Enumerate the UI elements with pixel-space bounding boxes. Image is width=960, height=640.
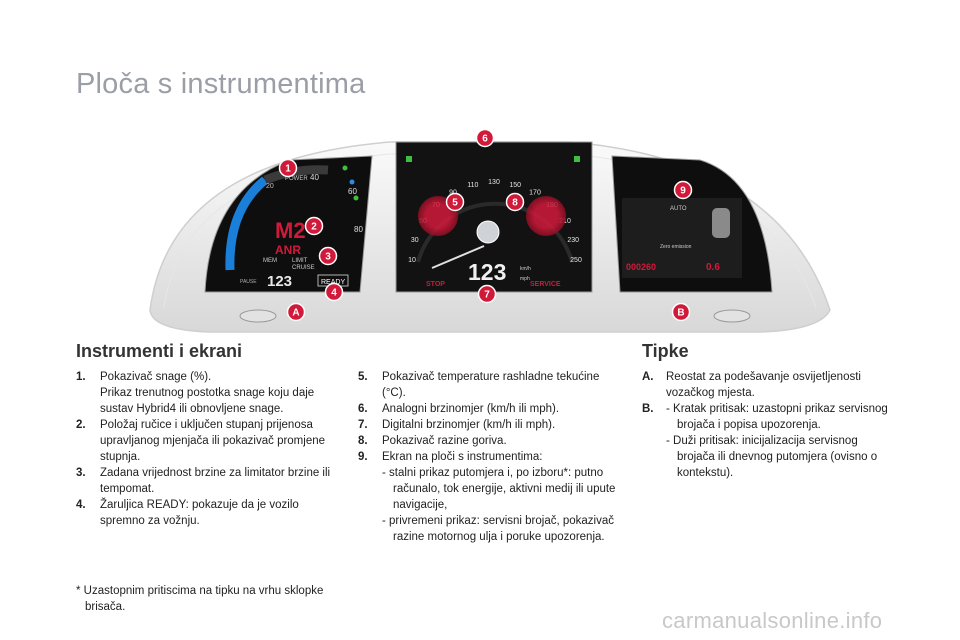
- list-item: 4.Žaruljica READY: pokazuje da je vozilo…: [76, 499, 299, 527]
- power-tick-40: 40: [310, 173, 319, 182]
- list-item: 6.Analogni brzinomjer (km/h ili mph).: [358, 403, 560, 415]
- list-item: 8.Pokazivač razine goriva.: [358, 435, 507, 447]
- svg-text:5: 5: [452, 198, 458, 209]
- center-screen: 1030507090110130150170190210230250 123 k…: [395, 141, 593, 293]
- mem-label: MEM: [263, 258, 277, 264]
- callout-8: 8: [505, 192, 525, 212]
- right-screen: AUTO Zero emission 000260 0.6: [611, 155, 773, 293]
- instrument-cluster-diagram: 20 POWER 40 60 80 M2 ANR MEM LIMIT CRUIS…: [149, 128, 831, 333]
- footnote: * Uzastopnim pritiscima na tipku na vrhu…: [76, 585, 324, 613]
- callout-a: A: [286, 302, 306, 322]
- trip-value: 0.6: [706, 262, 720, 273]
- keys-heading: Tipke: [642, 341, 689, 361]
- svg-text:1: 1: [285, 164, 291, 175]
- instruments-list-2: 5.Pokazivač temperature rashladne tekući…: [358, 369, 626, 545]
- svg-text:3: 3: [325, 252, 331, 263]
- speed-tick-label: 150: [509, 182, 521, 189]
- limit-label: LIMIT: [292, 258, 308, 264]
- svg-text:2: 2: [311, 222, 317, 233]
- watermark: carmanualsonline.info: [662, 608, 883, 633]
- svg-text:B: B: [677, 308, 684, 319]
- speed-needle: [431, 245, 485, 269]
- speed-tick-label: 130: [488, 179, 500, 186]
- power-label: POWER: [285, 176, 308, 182]
- svg-text:4: 4: [331, 288, 337, 299]
- callout-9: 9: [673, 180, 693, 200]
- callout-4: 4: [324, 282, 344, 302]
- callout-2: 2: [304, 216, 324, 236]
- list-item: B. - Kratak pritisak: uzastopni prikaz s…: [642, 403, 888, 479]
- speed-tick-label: 10: [408, 257, 416, 264]
- list-item: 7.Digitalni brzinomjer (km/h ili mph).: [358, 419, 556, 431]
- list-item: A.Reostat za podešavanje osvijetljenosti…: [642, 371, 861, 399]
- callout-b: B: [671, 302, 691, 322]
- list-item: 9.Ekran na ploči s instrumentima: - stal…: [358, 451, 616, 543]
- svg-text:9: 9: [680, 186, 686, 197]
- cruise-label: CRUISE: [292, 265, 315, 271]
- unit-kmh: km/h: [520, 266, 531, 272]
- callout-3: 3: [318, 246, 338, 266]
- power-tick-20: 20: [266, 183, 274, 190]
- ready-indicator: READY: [321, 279, 345, 286]
- svg-text:6: 6: [482, 134, 488, 145]
- digital-speed: 123: [468, 259, 506, 285]
- list-item: 2.Položaj ručice i uključen stupanj prij…: [76, 419, 326, 463]
- callout-6: 6: [475, 128, 495, 148]
- page-title: Ploča s instrumentima: [76, 68, 366, 100]
- keys-list: A.Reostat za podešavanje osvijetljenosti…: [642, 369, 892, 481]
- speed-tick-label: 170: [529, 190, 541, 197]
- svg-text:A: A: [292, 308, 299, 319]
- speed-tick-label: 250: [570, 257, 582, 264]
- list-item: 5.Pokazivač temperature rashladne tekući…: [358, 371, 600, 399]
- callout-1: 1: [278, 158, 298, 178]
- speed-tick-label: 30: [411, 237, 419, 244]
- service-warning: SERVICE: [530, 281, 561, 288]
- unit-mph: mph: [520, 276, 530, 282]
- stop-warning: STOP: [426, 281, 445, 288]
- callout-5: 5: [445, 192, 465, 212]
- callout-7: 7: [477, 284, 497, 304]
- pause-label: PAUSE: [240, 279, 257, 285]
- zero-emission-label: Zero emission: [660, 244, 692, 250]
- list-item: 1.Pokazivač snage (%).Prikaz trenutnog p…: [76, 371, 315, 415]
- svg-text:8: 8: [512, 198, 518, 209]
- anr-indicator: ANR: [275, 243, 301, 257]
- list-item: 3.Zadana vrijednost brzine za limitator …: [76, 467, 331, 495]
- instruments-list-1: 1.Pokazivač snage (%).Prikaz trenutnog p…: [76, 369, 338, 529]
- odometer-value: 000260: [626, 262, 656, 272]
- power-tick-80: 80: [354, 225, 363, 234]
- gear-indicator: M2: [275, 218, 306, 243]
- instruments-heading: Instrumenti i ekrani: [76, 341, 243, 361]
- button-b[interactable]: [713, 309, 751, 323]
- svg-text:7: 7: [484, 290, 490, 301]
- speed-tick-label: 110: [467, 182, 478, 189]
- power-tick-60: 60: [348, 187, 357, 196]
- speed-tick-label: 230: [567, 237, 579, 244]
- fuel-gauge: [526, 196, 566, 236]
- auto-label: AUTO: [670, 206, 687, 212]
- button-a[interactable]: [239, 309, 277, 323]
- set-speed: 123: [267, 273, 292, 290]
